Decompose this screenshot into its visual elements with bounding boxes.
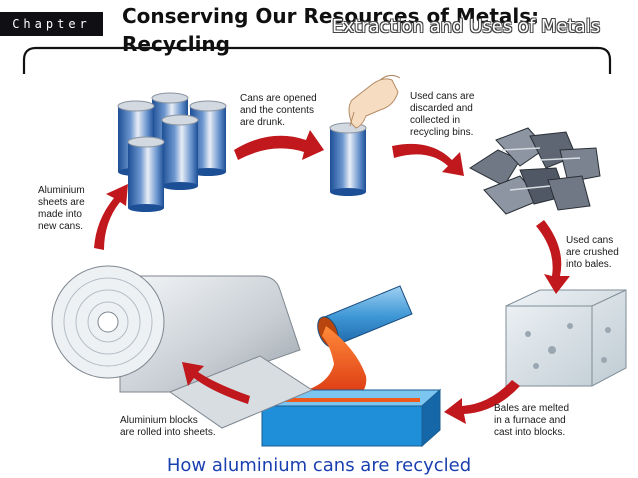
label-opened: Cans are opened and the contents are dru…	[240, 93, 320, 128]
cycle-arrows	[94, 130, 570, 424]
arrow-bale-to-mould	[444, 380, 520, 424]
title-line-1: Conserving Our Resources of Metals:	[122, 4, 540, 28]
arrow-can-to-crushed	[392, 143, 464, 176]
aluminium-roll-illustration	[51, 265, 314, 429]
diagram-caption: How aluminium cans are recycled	[166, 455, 472, 476]
arrow-roll-to-cans	[94, 184, 128, 250]
header-bracket	[22, 46, 612, 74]
label-made: Aluminium sheets are made into new cans.	[38, 185, 87, 232]
crushed-cans-illustration	[469, 127, 601, 215]
single-can-illustration	[329, 122, 367, 196]
title-line-2: Recycling	[122, 32, 230, 56]
bale-illustration	[505, 289, 627, 387]
arrow-crushed-to-bale	[536, 220, 570, 294]
label-rolled: Aluminium blocks are rolled into sheets.	[120, 415, 216, 438]
arrow-cans-to-can	[234, 130, 324, 160]
hand-illustration	[348, 74, 401, 129]
molten-metal-illustration	[296, 326, 367, 404]
label-discarded: Used cans are discarded and collected in…	[410, 91, 477, 138]
chapter-tab: Chapter	[0, 12, 103, 36]
arrow-mould-to-roll	[182, 362, 250, 404]
label-crushed: Used cans are crushed into bales.	[566, 235, 622, 270]
can-group-illustration	[117, 92, 227, 212]
mould-illustration	[260, 388, 442, 448]
label-melted: Bales are melted in a furnace and cast i…	[494, 403, 572, 438]
header-subtitle: Extraction and Uses of Metals	[332, 16, 601, 37]
slide-title: Conserving Our Resources of Metals: Recy…	[122, 4, 540, 56]
